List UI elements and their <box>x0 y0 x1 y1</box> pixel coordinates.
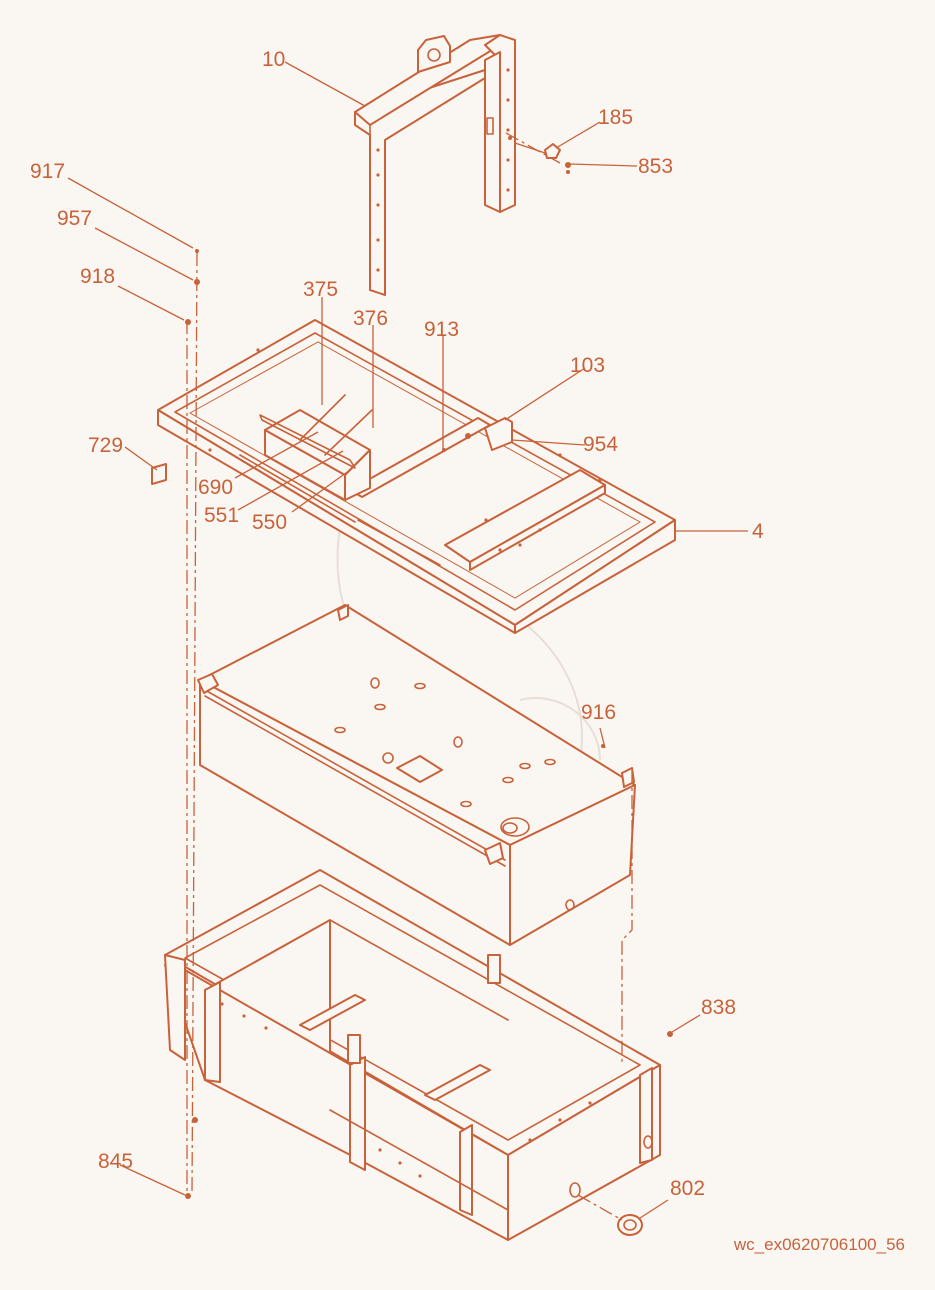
callout-729: 729 <box>88 434 123 457</box>
callout-954: 954 <box>583 433 618 456</box>
figure-id: wc_ex0620706100_56 <box>733 1235 905 1254</box>
callout-838: 838 <box>701 996 736 1019</box>
decal-part-729 <box>151 463 167 485</box>
callout-10: 10 <box>262 48 285 71</box>
callout-853: 853 <box>638 155 673 178</box>
callout-376: 376 <box>353 307 388 330</box>
assembly-centerlines <box>186 132 633 1221</box>
callout-labels: 10 185 853 917 957 918 375 376 913 103 9… <box>30 48 764 1200</box>
callout-913: 913 <box>424 318 459 341</box>
callout-551: 551 <box>204 504 239 527</box>
top-frame-part-4 <box>157 319 676 634</box>
tank-box <box>197 604 636 946</box>
callout-916: 916 <box>581 701 616 724</box>
callout-550: 550 <box>252 511 287 534</box>
callout-690: 690 <box>198 476 233 499</box>
callout-185: 185 <box>598 106 633 129</box>
callout-802: 802 <box>670 1177 705 1200</box>
callout-4: 4 <box>752 520 764 543</box>
lifting-frame-part-10 <box>354 34 516 296</box>
callout-375: 375 <box>303 278 338 301</box>
base-frame <box>164 869 673 1241</box>
plug-part-802 <box>617 1214 643 1236</box>
callout-103: 103 <box>570 354 605 377</box>
callout-918: 918 <box>80 265 115 288</box>
callout-845: 845 <box>98 1150 133 1173</box>
callout-957: 957 <box>57 207 92 230</box>
leader-lines <box>67 61 748 1219</box>
bolt-part-853 <box>565 162 571 174</box>
callout-917: 917 <box>30 160 65 183</box>
